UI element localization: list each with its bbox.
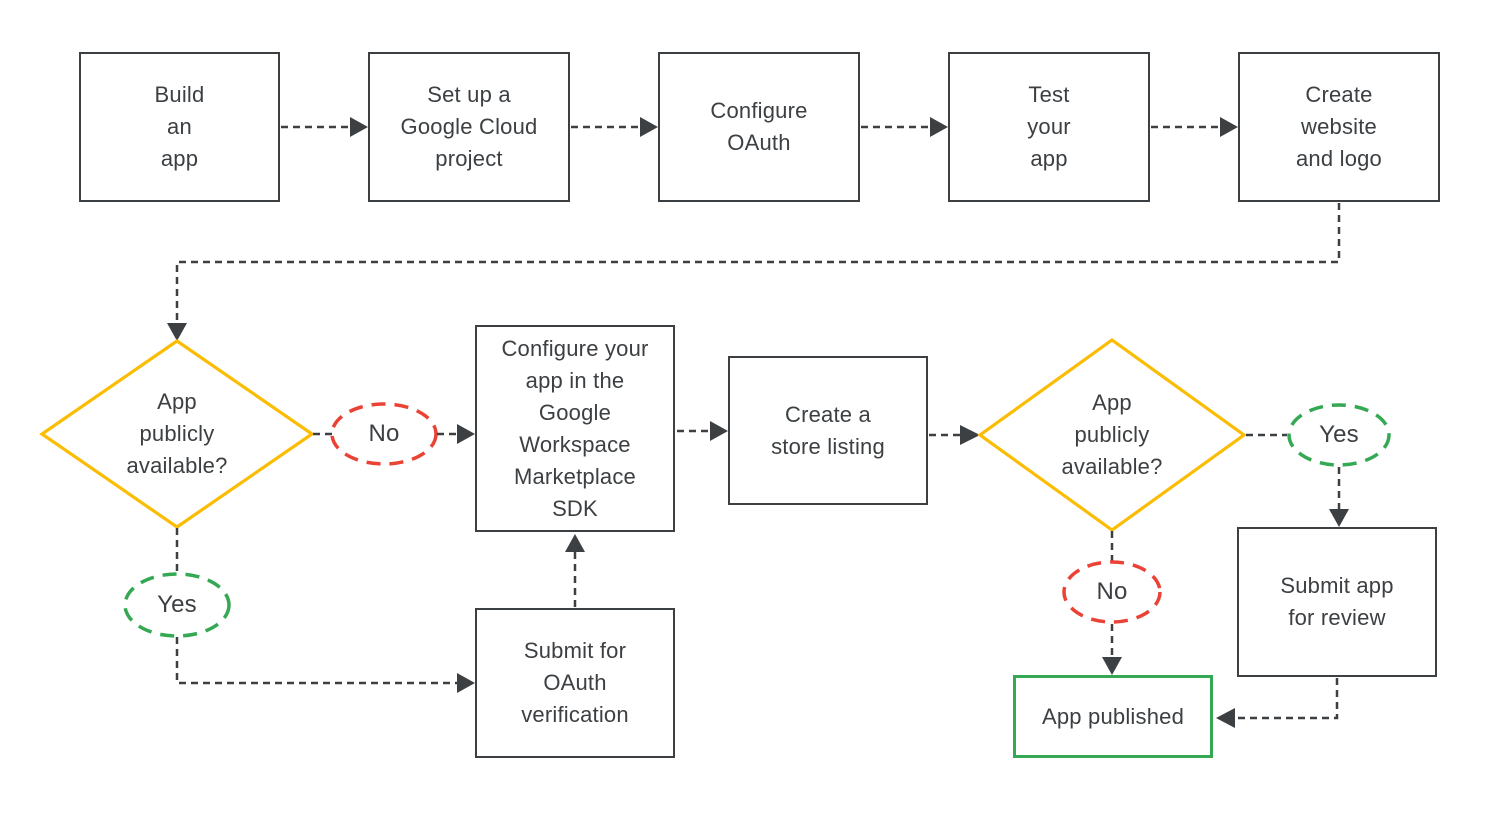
arrowhead-store-listing-to-decision-right: [960, 425, 980, 445]
arrowhead-oauth-to-test: [930, 117, 948, 137]
step-configure-oauth: Configure OAuth: [658, 52, 860, 202]
arrowhead-no-to-configure-sdk: [457, 424, 475, 444]
step-create-website: Create website and logo: [1238, 52, 1440, 202]
step-app-published: App published: [1013, 675, 1213, 758]
connector-submit-review-to-app-published: [1235, 678, 1339, 720]
branch-no-left-oval: [330, 402, 438, 466]
step-configure-oauth-label: Configure OAuth: [710, 98, 808, 155]
connector-yes-to-submit-oauth: [175, 637, 457, 685]
arrowhead-yes-to-submit-oauth: [457, 673, 475, 693]
step-build-app: Build an app: [79, 52, 280, 202]
branch-no-right-oval: [1062, 560, 1162, 624]
branch-yes-right-oval: [1287, 403, 1391, 467]
arrowhead-cloud-to-oauth: [640, 117, 658, 137]
branch-yes-left-oval: [123, 572, 231, 638]
step-submit-review: Submit app for review: [1237, 527, 1437, 677]
step-build-app-label: Build an app: [154, 82, 205, 171]
step-test-app-label: Test your app: [1027, 82, 1071, 171]
arrowhead-yes-to-submit-review: [1329, 509, 1349, 527]
step-cloud-project: Set up a Google Cloud project: [368, 52, 570, 202]
step-configure-sdk: Configure your app in the Google Workspa…: [475, 325, 675, 532]
decision-right-diamond: [977, 338, 1247, 532]
step-submit-oauth: Submit for OAuth verification: [475, 608, 675, 758]
arrowhead-website-to-decision-left: [167, 323, 187, 341]
decision-left-diamond: [39, 339, 315, 529]
arrowhead-build-to-cloud: [350, 117, 368, 137]
arrowhead-no-to-app-published: [1102, 657, 1122, 675]
step-app-published-label: App published: [1041, 703, 1185, 729]
arrowhead-test-to-website: [1220, 117, 1238, 137]
step-configure-sdk-label: Configure your app in the Google Workspa…: [501, 335, 649, 521]
arrowhead-submit-review-to-app-published: [1216, 708, 1235, 728]
connector-website-to-decision-left: [175, 203, 1341, 323]
step-cloud-project-label: Set up a Google Cloud project: [400, 82, 538, 171]
step-submit-oauth-label: Submit for OAuth verification: [521, 638, 629, 727]
step-store-listing: Create a store listing: [728, 356, 928, 505]
step-create-website-label: Create website and logo: [1295, 82, 1382, 171]
step-test-app: Test your app: [948, 52, 1150, 202]
step-submit-review-label: Submit app for review: [1280, 573, 1394, 630]
step-store-listing-label: Create a store listing: [771, 401, 885, 459]
arrowhead-submit-oauth-to-configure-sdk: [565, 534, 585, 552]
arrowhead-configure-sdk-to-store-listing: [710, 421, 728, 441]
